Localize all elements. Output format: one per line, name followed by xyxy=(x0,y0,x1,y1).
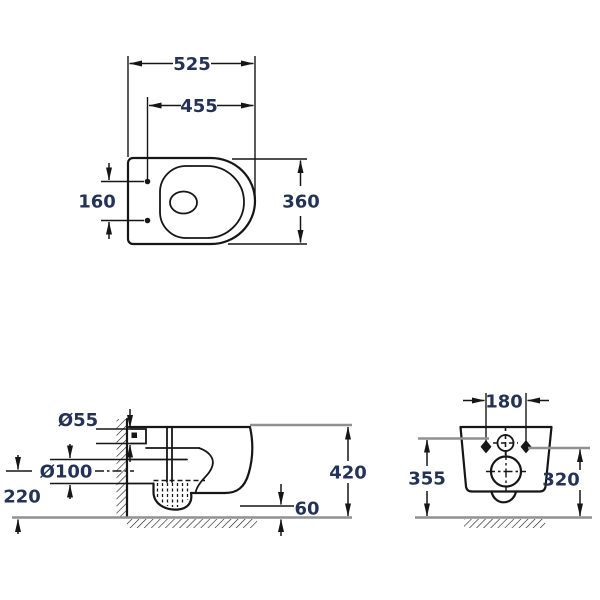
wall-hatch xyxy=(116,419,127,518)
top-view-fixing-hole-lower xyxy=(144,217,151,224)
dim-label-360: 360 xyxy=(282,192,320,213)
top-view-fixing-hole-upper xyxy=(144,178,151,185)
side-inlet-box xyxy=(130,428,147,445)
top-view-bowl-outline xyxy=(159,165,245,239)
side-trap-hatch xyxy=(156,483,189,507)
dim-label-inlet-dia: Ø55 xyxy=(58,410,98,431)
dim-label-455: 455 xyxy=(180,96,218,117)
dim-label-outlet-dia: Ø100 xyxy=(40,462,93,483)
floor-hatch-rear xyxy=(464,519,545,528)
side-view: Ø55 Ø100 220 420 60 xyxy=(3,409,367,536)
side-bowl-inner-curve xyxy=(194,447,214,494)
side-body-trap xyxy=(152,482,193,511)
top-view-drain-hole xyxy=(169,190,198,215)
dim-label-525: 525 xyxy=(173,54,211,75)
rear-view: 180 355 320 xyxy=(408,392,592,528)
side-body-front-profile xyxy=(189,425,254,495)
rear-bottom-bump xyxy=(490,490,518,504)
dim-label-60: 60 xyxy=(294,499,319,520)
dim-label-220: 220 xyxy=(3,487,41,508)
floor-hatch-side xyxy=(127,519,257,528)
dim-label-355: 355 xyxy=(408,469,446,490)
top-view: 525 455 360 160 xyxy=(78,54,320,246)
dim-label-320: 320 xyxy=(542,470,580,491)
dim-label-420: 420 xyxy=(329,463,367,484)
top-view-body-outline xyxy=(126,156,257,246)
side-inlet-dot xyxy=(131,432,137,438)
dim-label-180: 180 xyxy=(485,392,523,413)
rear-body-outline xyxy=(459,425,553,493)
dim-label-160: 160 xyxy=(78,192,116,213)
